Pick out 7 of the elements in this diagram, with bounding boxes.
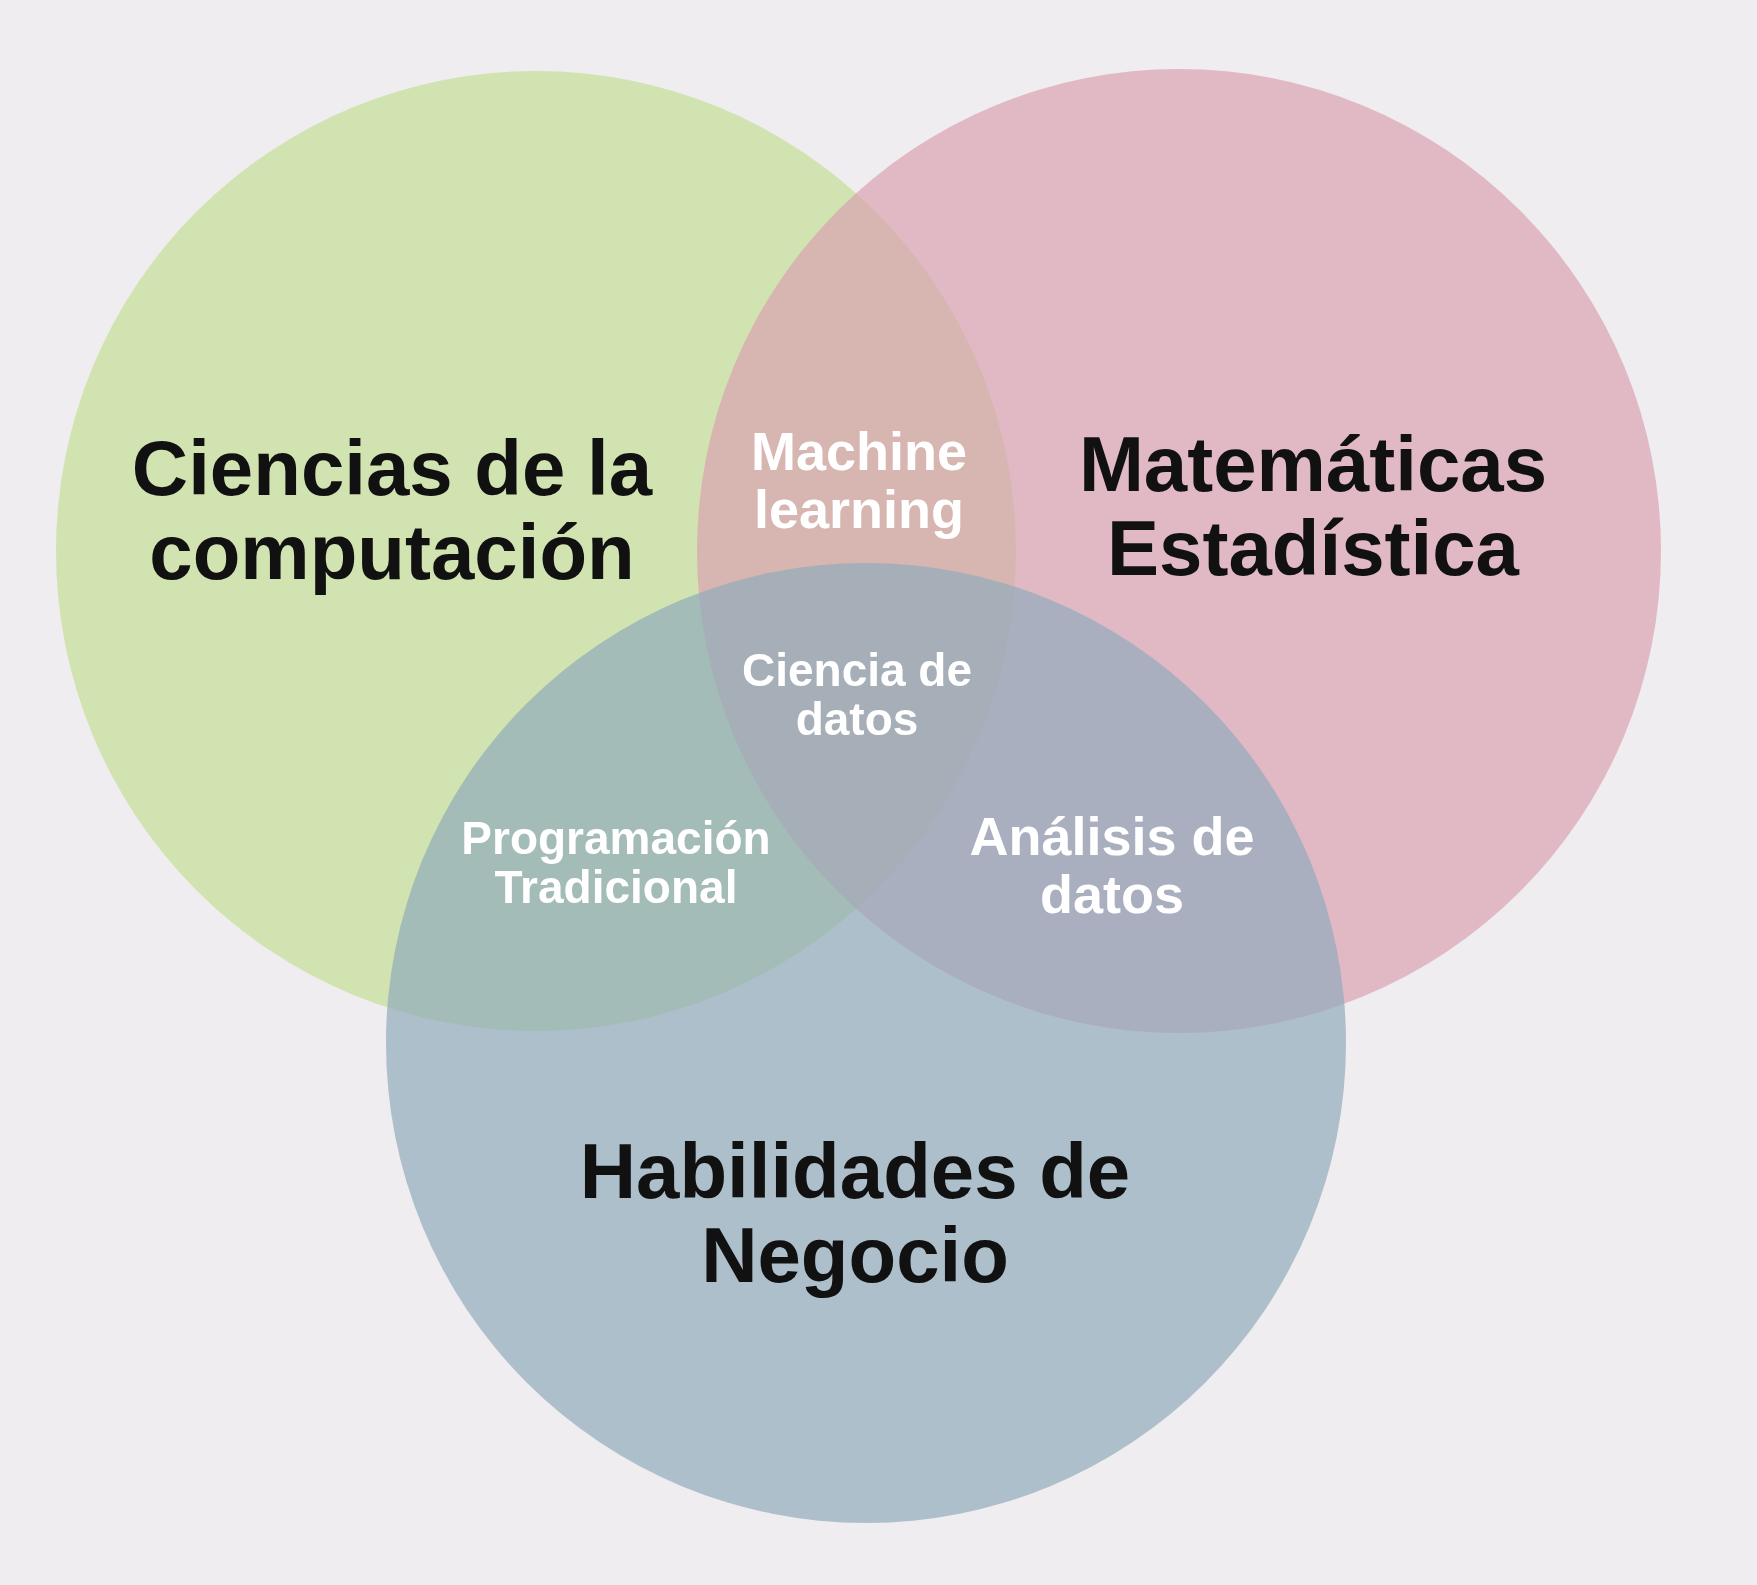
overlap-label: Machine learning bbox=[749, 421, 969, 539]
circle-title: Habilidades de Negocio bbox=[578, 1129, 1132, 1298]
overlap-label: Ciencia de datos bbox=[740, 645, 974, 745]
overlap-label: Análisis de datos bbox=[968, 806, 1256, 924]
overlap-label: Programación Tradicional bbox=[460, 813, 772, 913]
circle-title: Matemáticas Estadística bbox=[1077, 422, 1549, 591]
circle-title: Ciencias de la computación bbox=[130, 426, 654, 595]
